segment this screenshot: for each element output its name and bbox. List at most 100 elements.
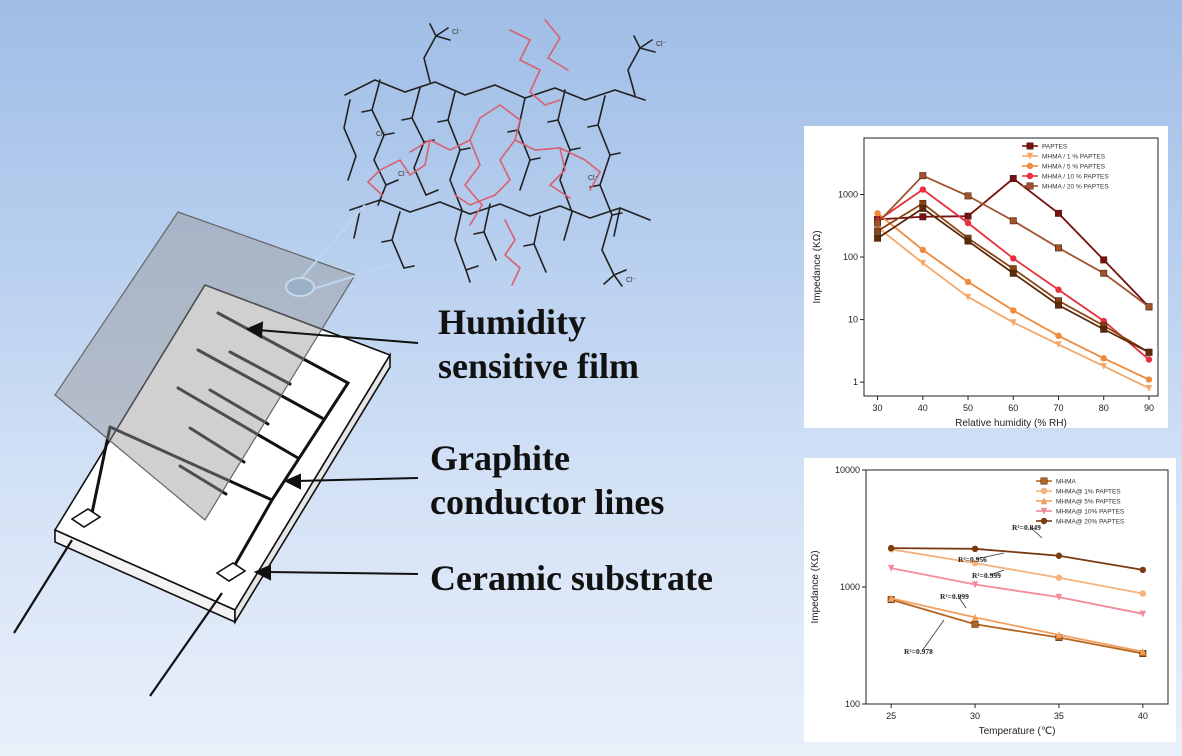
annotation-leader (1029, 526, 1043, 539)
data-point (1145, 348, 1153, 356)
y-axis-label: Impedance (KΩ) (812, 230, 823, 303)
data-point (874, 234, 882, 242)
r-squared-annotation: R²=0.999 (972, 571, 1001, 580)
data-point (874, 210, 881, 217)
data-point (964, 293, 972, 301)
data-point (1055, 332, 1062, 340)
series-0 (874, 175, 1153, 311)
x-tick-label: 40 (918, 403, 928, 413)
legend-label: MHMA@ 10% PAPTES (1056, 509, 1125, 516)
data-point (1010, 255, 1017, 262)
data-point (1009, 269, 1017, 277)
data-point (971, 613, 979, 621)
legend-label: MHMA@ 1% PAPTES (1056, 489, 1121, 496)
series-2 (887, 594, 1147, 655)
x-tick-label: 80 (1099, 403, 1109, 413)
data-point (1100, 269, 1108, 277)
data-point (1055, 286, 1062, 293)
annotation-leader (975, 552, 1005, 560)
y-tick-label: 100 (843, 252, 858, 262)
x-tick-label: 35 (1054, 711, 1064, 721)
legend-swatch-marker (1040, 507, 1048, 515)
data-point (1055, 341, 1062, 349)
data-point (919, 213, 927, 221)
data-point (1010, 319, 1017, 327)
x-tick-label: 30 (970, 711, 980, 721)
legend-label: MHMA@ 5% PAPTES (1056, 499, 1121, 506)
data-point (1055, 552, 1063, 559)
x-axis-label: Temperature (℃) (979, 726, 1056, 737)
data-point (919, 186, 926, 193)
data-point (874, 227, 882, 235)
y-tick-label: 10 (848, 315, 858, 325)
legend-swatch-marker (1040, 497, 1048, 505)
series-4 (887, 544, 1147, 574)
series-line (876, 174, 1150, 308)
series-line (890, 597, 1144, 653)
data-point (971, 559, 979, 567)
data-point (919, 259, 926, 267)
data-point (919, 204, 927, 212)
callout-humidity-line2: sensitive film (438, 346, 639, 386)
callout-arrows (245, 321, 419, 581)
data-point (1145, 376, 1153, 383)
y-tick-label: 1 (853, 377, 858, 387)
graphite-conductor-lines (90, 311, 351, 572)
callout-humidity-line1: Humidity (438, 302, 587, 342)
series-line (891, 547, 1143, 571)
series-1 (887, 546, 1147, 597)
data-point (1145, 303, 1153, 311)
series-4 (874, 172, 1153, 311)
legend-label: MHMA / 20 % PAPTES (1042, 184, 1109, 191)
callout-graphite-line2: conductor lines (430, 482, 665, 522)
data-point (1055, 209, 1062, 217)
callout-graphite-line1: Graphite (430, 438, 570, 478)
legend-label: MHMA / 1 % PAPTES (1042, 154, 1106, 161)
y-tick-label: 1000 (838, 189, 858, 199)
r-squared-annotation: R²=0.849 (1012, 523, 1041, 532)
legend-label: MHMA / 5 % PAPTES (1042, 164, 1106, 171)
legend-label: MHMA@ 20% PAPTES (1056, 519, 1125, 526)
annotation-leader (957, 595, 967, 609)
data-point (1009, 217, 1017, 225)
series-line (877, 202, 1150, 354)
data-point (1139, 566, 1147, 574)
annotation-leader (989, 569, 1005, 576)
r-squared-annotation: R²=0.956 (958, 555, 987, 564)
y-axis-label: Impedance (KΩ) (810, 550, 821, 623)
callout-ceramic-line1: Ceramic substrate (430, 558, 713, 598)
data-point (964, 212, 972, 220)
data-point (1145, 356, 1153, 363)
data-point (887, 564, 895, 572)
series-6 (874, 204, 1153, 356)
counterion-label: Cl⁻ (588, 175, 599, 182)
series-line (890, 598, 1144, 655)
data-point (1139, 590, 1147, 597)
data-point (1055, 244, 1062, 252)
data-point (887, 544, 895, 552)
callout-graphite-lines: Graphite conductor lines (430, 436, 664, 524)
legend-swatch-marker (1026, 172, 1034, 180)
data-point (1139, 610, 1147, 618)
callout-humidity-film: Humidity sensitive film (438, 300, 639, 388)
data-point (919, 172, 927, 180)
polymer-network: Cl⁻ Cl⁻ Cl⁻ Cl⁻ Cl⁻ Cl⁻ (343, 19, 667, 287)
series-line (877, 212, 1150, 381)
x-tick-label: 30 (873, 403, 883, 413)
data-point (1055, 574, 1063, 581)
series-line (877, 177, 1150, 308)
x-axis-label: Relative humidity (% RH) (955, 418, 1067, 428)
series-line (877, 207, 1150, 354)
legend-swatch-marker (1040, 477, 1048, 485)
y-tick-label: 10000 (835, 465, 860, 475)
data-point (1100, 355, 1107, 362)
counterion-label: Cl⁻ (626, 277, 637, 284)
r-squared-annotation: R²=0.978 (904, 647, 933, 656)
annotation-leader (921, 619, 945, 652)
data-point (964, 237, 972, 245)
